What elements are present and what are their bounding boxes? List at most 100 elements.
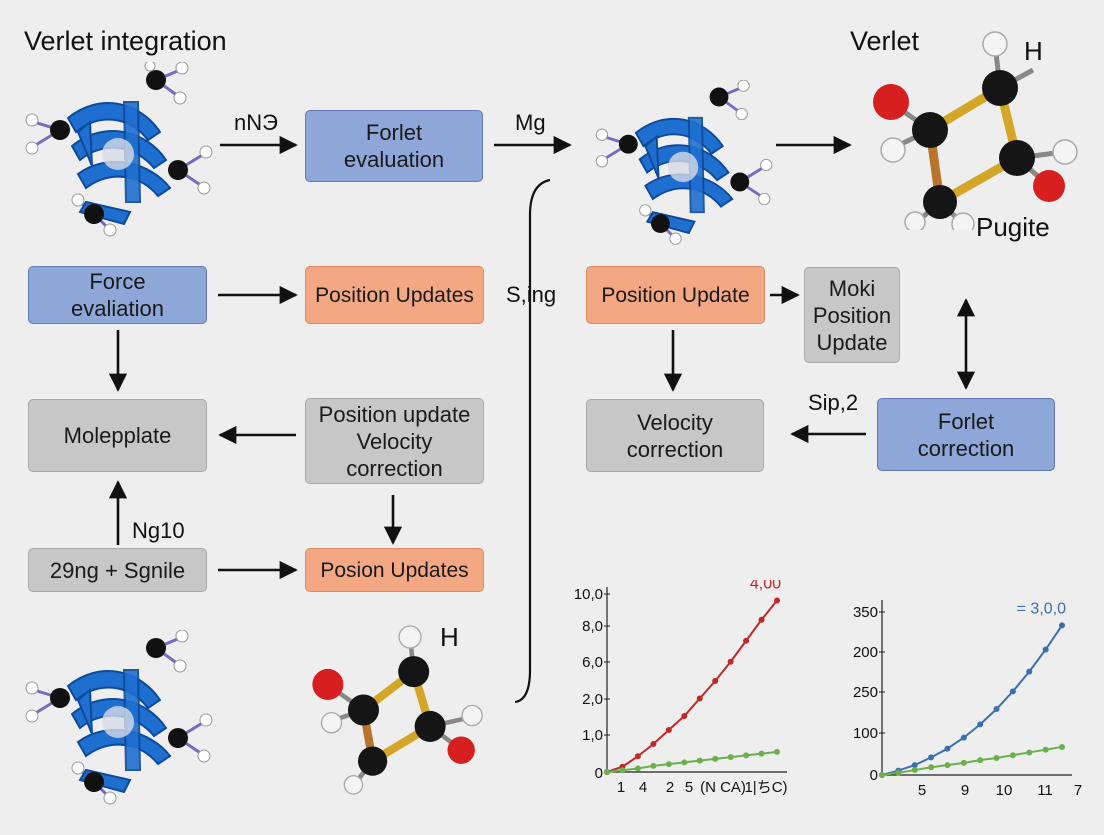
box-position-updates: Position Updates: [305, 266, 484, 324]
data-point: [977, 721, 984, 728]
data-point: [681, 759, 688, 766]
label-ng10: Ng10: [132, 518, 185, 543]
data-point: [743, 637, 750, 644]
data-point: [1042, 746, 1049, 753]
x-tick-label: 1: [617, 779, 625, 796]
data-point: [1026, 749, 1033, 756]
data-point: [944, 745, 951, 752]
x-tick-label: 5: [685, 779, 693, 796]
data-point: [727, 754, 734, 761]
data-point: [650, 741, 657, 747]
data-point: [895, 769, 902, 776]
box-forlet-correction-line1: Forlet: [937, 408, 995, 434]
x-tick-label: 4: [639, 779, 647, 796]
data-point: [696, 757, 703, 764]
data-point: [993, 706, 1000, 712]
y-tick-label: 0: [595, 765, 603, 782]
data-point: [650, 762, 657, 769]
box-molepplate-text: Molepplate: [63, 423, 172, 448]
protein-image-bottom-left: [25, 630, 213, 805]
y-tick-label: 350: [853, 604, 878, 621]
x-tick-label: 1|ちC): [744, 779, 787, 796]
x-tick-label: (N CA): [700, 779, 746, 796]
label-nn3: nNЭ: [234, 110, 278, 135]
data-point: [712, 678, 719, 684]
x-tick-label: 5: [918, 782, 926, 799]
box-velocity-correction-line2: correction: [626, 436, 724, 462]
data-point: [960, 734, 967, 741]
data-point: [696, 695, 703, 702]
label-h-bottom: H: [440, 622, 459, 652]
box-sngile: 29ng + Sgnile: [28, 548, 207, 592]
series-line-0: [881, 624, 1063, 776]
data-point: [1026, 668, 1033, 675]
data-point: [1059, 743, 1065, 750]
series-line-0: [606, 599, 778, 773]
box-forlet-correction-line2: correction: [917, 435, 1015, 461]
diagram-title-right: Verlet: [850, 26, 920, 56]
y-tick-label: 10,0: [574, 586, 603, 603]
data-point: [758, 750, 765, 757]
label-sing: S,ing: [506, 282, 557, 307]
bracket-divider: [514, 178, 551, 704]
data-point: [634, 753, 641, 760]
box-posvel-line1: Position update: [318, 401, 471, 427]
box-moki-line2: Position: [812, 302, 892, 328]
data-point: [1059, 622, 1065, 629]
series-line-1: [881, 745, 1063, 776]
label-sip2: Sip,2: [808, 390, 859, 415]
box-forlet-evaluation-line1: Forlet: [365, 120, 423, 145]
box-forlet-evaluation-line2: evaluation: [343, 147, 445, 172]
protein-image-top-middle: [595, 80, 773, 245]
y-tick-label: 200: [853, 644, 878, 661]
molecule-image-bottom-middle: [312, 625, 483, 795]
data-point: [681, 713, 688, 719]
box-force-evaluation-line1: Force: [89, 269, 146, 294]
box-posion-updates: Posion Updates: [305, 548, 484, 592]
box-moki-line1: Moki: [828, 275, 876, 301]
data-point: [928, 754, 935, 761]
box-velocity-correction-line1: Velocity: [637, 409, 713, 435]
y-tick-label: 250: [853, 684, 878, 701]
data-point: [977, 757, 984, 764]
y-tick-label: 6,0: [582, 654, 603, 671]
data-point: [712, 755, 719, 762]
data-point: [911, 767, 918, 774]
data-point: [727, 658, 734, 665]
data-point: [665, 761, 672, 768]
data-point: [993, 754, 1000, 761]
data-point: [1009, 688, 1016, 695]
y-tick-label: 1,0: [582, 727, 603, 744]
x-tick-label: 2: [666, 779, 674, 796]
data-point: [774, 748, 780, 755]
data-point: [634, 765, 641, 772]
protein-image-top-left: [25, 62, 213, 237]
box-moki-line3: Update: [816, 329, 888, 355]
data-point: [911, 762, 918, 769]
box-position-updates-text: Position Updates: [315, 283, 474, 307]
chart-annotation: = 3,0,0: [1017, 600, 1066, 617]
y-tick-label: 100: [853, 725, 878, 742]
box-posvel-line3: correction: [346, 455, 443, 481]
data-point: [1009, 752, 1016, 759]
data-point: [604, 769, 610, 775]
data-point: [665, 727, 672, 733]
label-mg: Mg: [515, 110, 546, 135]
data-point: [1042, 646, 1049, 653]
molecule-image-top-right: [873, 31, 1078, 230]
x-tick-label: 9: [961, 782, 969, 799]
box-posion-updates-text: Posion Updates: [320, 558, 469, 582]
box-posvel-line2: Velocity: [356, 428, 433, 454]
data-point: [758, 616, 765, 623]
label-pugite: Pugite: [976, 212, 1050, 242]
series-line-1: [606, 750, 778, 773]
